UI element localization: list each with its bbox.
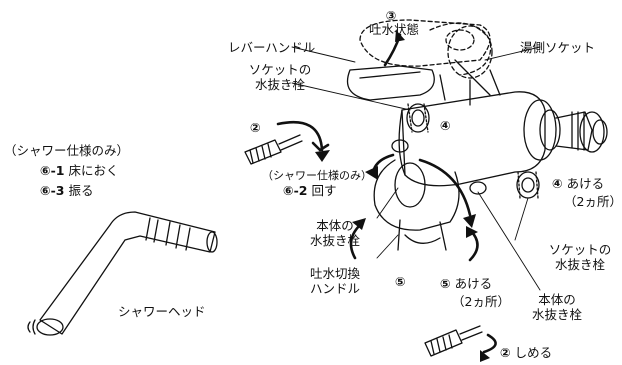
body-drain-label-left-line1: 本体の: [316, 218, 354, 233]
step6-1-text: 床におく: [68, 163, 119, 178]
lever-handle-label: レバーハンドル: [228, 40, 316, 55]
body-drain-label-left: 本体の 水抜き栓: [300, 218, 370, 248]
step6-2-text: 回す: [311, 183, 337, 198]
lever-handle: [346, 19, 501, 106]
socket-drain-label-left-line2: 水抜き栓: [254, 77, 305, 92]
step5-open-label: ⑤ あける: [440, 276, 492, 291]
socket-drain-label-left-line1: ソケットの: [248, 62, 312, 77]
faucet-body: [398, 91, 608, 187]
spout-switch-handle-label: 吐水切換 ハンドル: [300, 266, 370, 296]
spout-state-label: 吐水状態: [369, 22, 420, 37]
spout-switch-handle: [373, 139, 487, 251]
body-drain-label-left-line2: 水抜き栓: [309, 233, 360, 248]
screwdriver-bottom: [424, 325, 483, 357]
leader-lines: [291, 46, 541, 291]
step2-marker: ②: [250, 120, 261, 135]
step4-open-text: あける: [566, 176, 605, 191]
step5-open-number: ⑤: [440, 276, 451, 291]
step6-3-text: 振る: [68, 183, 94, 198]
step6-2-label: ⑥-2 回す: [283, 183, 336, 198]
shower-head-drawing: [27, 211, 218, 336]
step6-2-number: ⑥: [283, 183, 294, 198]
step4-marker: ④: [440, 118, 451, 133]
step4-open-label: ④ あける: [552, 176, 604, 191]
shower-only-label: （シャワー仕様のみ）: [4, 143, 130, 158]
step2-close-text: しめる: [514, 345, 553, 360]
screwdriver-top: [244, 134, 303, 165]
socket-drain-plug-left: [406, 103, 430, 133]
arrow-heads: [315, 30, 490, 362]
step6-1-number: ⑥: [40, 163, 51, 178]
hot-socket-label: 湯側ソケット: [520, 40, 596, 55]
socket-drain-label-left: ソケットの 水抜き栓: [240, 62, 320, 92]
step3-label: ③: [371, 8, 411, 23]
body-drain-label-right-line2: 水抜き栓: [531, 307, 582, 322]
step6-3-number: ⑥: [40, 183, 51, 198]
shower-head-label: シャワーヘッド: [118, 304, 206, 319]
socket-drain-label-right-line1: ソケットの: [548, 242, 612, 257]
step4-open-number: ④: [552, 176, 563, 191]
two-places-label-a: （2ヵ所）: [564, 194, 622, 209]
step6-3-sub: -3: [50, 183, 65, 198]
step5-open-text: あける: [454, 276, 493, 291]
step6-1-sub: -1: [50, 163, 65, 178]
two-places-label-b: （2ヵ所）: [452, 294, 510, 309]
step6-1-label: ⑥-1 床におく: [40, 163, 118, 178]
shower-only-small-label: （シャワー仕様のみ）: [262, 169, 372, 182]
body-drain-label-right: 本体の 水抜き栓: [522, 292, 592, 322]
step2-close-number: ②: [500, 345, 511, 360]
socket-drain-label-right: ソケットの 水抜き栓: [540, 242, 620, 272]
spout-switch-line1: 吐水切換: [309, 266, 360, 281]
spout-switch-line2: ハンドル: [309, 281, 360, 296]
body-drain-label-right-line1: 本体の: [538, 292, 576, 307]
step2-close-label: ② しめる: [500, 345, 552, 360]
socket-drain-label-right-line2: 水抜き栓: [554, 257, 605, 272]
step6-2-sub: -2: [293, 183, 308, 198]
step5-marker: ⑤: [395, 274, 406, 289]
step6-3-label: ⑥-3 振る: [40, 183, 93, 198]
socket-drain-plug-right: [516, 171, 540, 199]
step3-number: ③: [385, 8, 397, 23]
